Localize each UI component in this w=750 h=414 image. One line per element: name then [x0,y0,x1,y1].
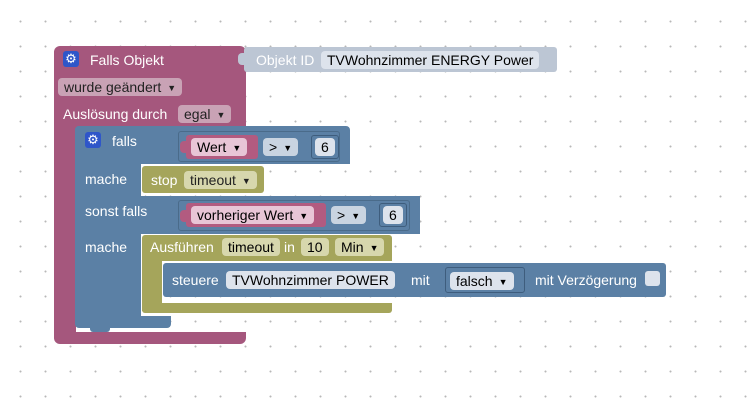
chevron-down-icon: ▼ [241,176,251,186]
number1-plug [306,141,314,153]
wert-value: Wert [197,139,227,155]
chevron-down-icon: ▼ [299,211,309,221]
vorheriger-dropdown[interactable]: vorheriger Wert ▼ [191,206,315,224]
operator2-dropdown[interactable]: >▼ [331,206,367,224]
compare1-plug [172,138,180,150]
chevron-down-icon: ▼ [369,243,379,253]
if-bottom-notch [90,326,110,332]
vorheriger-plug [180,210,188,222]
unit-dropdown[interactable]: Min ▼ [335,238,385,256]
control-value: falsch [456,273,493,289]
number2-value[interactable]: 6 [383,206,403,224]
chevron-down-icon: ▼ [216,110,226,120]
wert-plug [180,141,188,153]
if-block-bottom [75,316,171,328]
falsch-plug [439,274,447,286]
ausloesung-dropdown[interactable]: egal ▼ [178,105,232,123]
chevron-down-icon: ▼ [283,143,293,153]
change-type-value: wurde geändert [64,79,162,95]
number1-value[interactable]: 6 [315,138,335,156]
trigger-bottom-notch [68,338,90,344]
falls-label: falls [112,133,137,149]
chevron-down-icon: ▼ [167,83,177,93]
operator2-value: > [337,207,346,223]
mache1-label: mache [85,171,128,187]
ausfuehren-label: Ausführen [150,239,214,255]
change-type-dropdown[interactable]: wurde geändert ▼ [58,78,183,96]
timeout-name[interactable]: timeout [222,238,280,256]
checkbox-icon[interactable] [645,271,660,286]
verzoegerung-label: mit Verzögerung [535,272,637,288]
trigger-block-footer [54,332,246,344]
ausloesung-label: Auslösung durch [63,106,168,122]
chevron-down-icon: ▼ [498,277,508,287]
trigger-block[interactable] [54,46,246,344]
delay-value[interactable]: 10 [301,238,329,256]
number2-plug [374,210,382,222]
ausloesung-value: egal [184,106,211,122]
timeout-footer [142,303,392,313]
control-value-dropdown[interactable]: falsch ▼ [450,272,514,290]
in-label: in [284,239,295,255]
wert-dropdown[interactable]: Wert ▼ [191,138,248,156]
gear-icon[interactable]: ⚙ [85,132,101,148]
objekt-id-value[interactable]: TVWohnzimmer ENERGY Power [321,51,540,69]
operator1-value: > [269,139,278,155]
mache2-label: mache [85,239,128,255]
objekt-id-plug [238,53,246,65]
chevron-down-icon: ▼ [351,211,361,221]
operator1-dropdown[interactable]: >▼ [263,138,299,156]
steuere-label: steuere [172,272,219,288]
vorheriger-value: vorheriger Wert [197,207,294,223]
mit-label: mit [411,272,430,288]
stop-label: stop [151,172,178,188]
trigger-title: Falls Objekt [90,52,164,68]
stop-timer-dropdown[interactable]: timeout ▼ [184,171,257,189]
gear-icon[interactable]: ⚙ [63,51,79,67]
stop-timer-value: timeout [190,172,236,188]
timeout-spine [142,259,162,311]
compare2-plug [172,208,180,220]
trigger-block-spine [54,126,76,334]
unit-value: Min [341,239,364,255]
sonst-label: sonst falls [85,203,148,219]
control-target[interactable]: TVWohnzimmer POWER [226,271,395,289]
objekt-id-label: Objekt ID [256,52,315,68]
chevron-down-icon: ▼ [232,143,242,153]
